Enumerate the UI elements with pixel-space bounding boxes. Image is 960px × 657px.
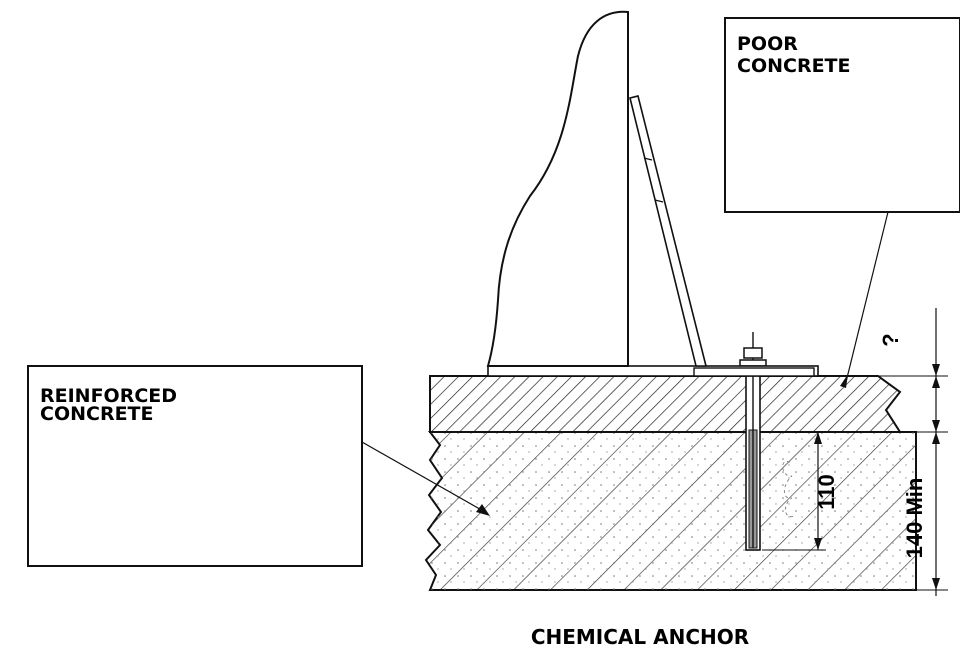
base-plate xyxy=(487,365,819,377)
brace-strut xyxy=(629,95,708,367)
reinforced-concrete-label-line2: CONCRETE xyxy=(40,403,154,425)
anchor-nut xyxy=(743,347,763,359)
poor-concrete-label-box: POOR CONCRETE xyxy=(724,17,960,213)
poor-concrete-leader xyxy=(845,211,889,383)
poor-concrete-layer xyxy=(429,375,902,433)
reinforced-concrete-label-line1: REINFORCED xyxy=(40,385,177,407)
reinforced-concrete-label-box: REINFORCED CONCRETE xyxy=(27,365,363,567)
unknown-thickness-label: ? xyxy=(878,333,903,346)
reinforced-concrete-leader xyxy=(361,441,486,513)
diagram-caption: CHEMICAL ANCHOR xyxy=(531,625,749,649)
thickness-dimension: ? 140 Min xyxy=(870,308,948,596)
reinforced-concrete-layer xyxy=(424,431,917,591)
anchor-washer xyxy=(739,359,767,367)
upright-panel xyxy=(486,10,629,367)
poor-concrete-label-line2: CONCRETE xyxy=(737,55,851,77)
anchor-depth-label: 110 xyxy=(814,474,839,510)
poor-concrete-label-line1: POOR xyxy=(737,33,798,55)
poor-concrete-arrowhead xyxy=(840,374,848,388)
mounted-structure xyxy=(486,10,819,377)
anchor-depth-dimension: 110 xyxy=(762,432,839,551)
min-thickness-label: 140 Min xyxy=(902,478,927,559)
chemical-anchor xyxy=(739,332,795,551)
reinforced-concrete-arrowhead xyxy=(476,504,490,516)
